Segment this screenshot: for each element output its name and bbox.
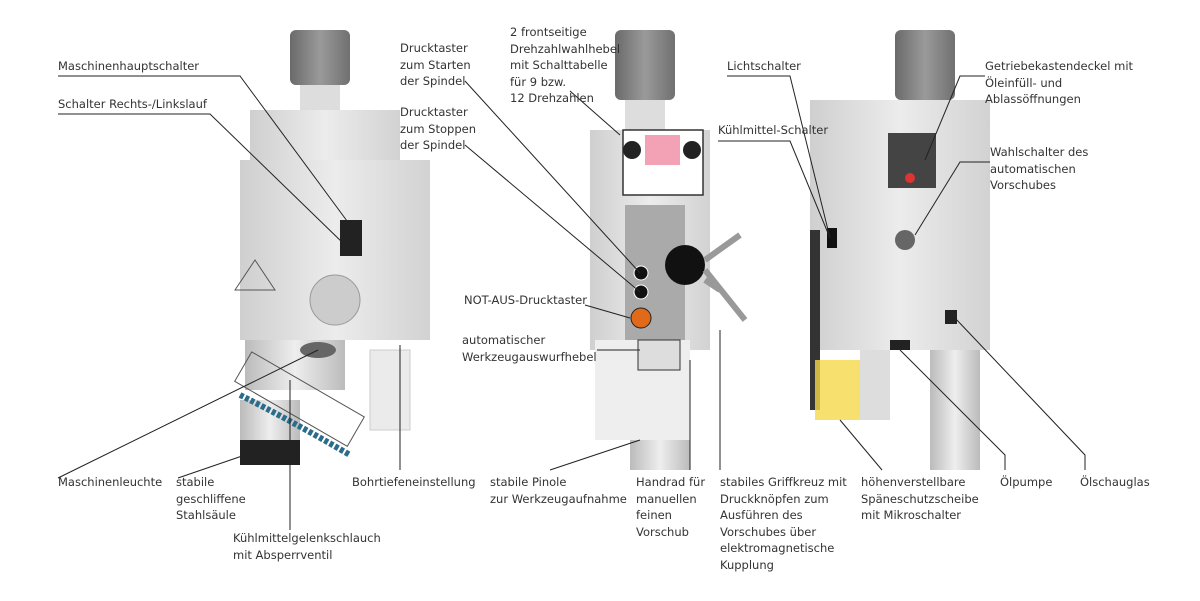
machine-left-view xyxy=(234,30,430,465)
leader-lines xyxy=(57,75,1086,530)
label-oelpumpe: Ölpumpe xyxy=(1000,475,1053,489)
label-schalter-rechts-linkslauf: Schalter Rechts-/Linkslauf xyxy=(58,97,207,111)
label-maschinenleuchte: Maschinenleuchte xyxy=(58,475,163,489)
label-bohrtiefeneinstellung: Bohrtiefeneinstellung xyxy=(352,475,476,489)
label-oelschauglas: Ölschauglas xyxy=(1080,475,1150,489)
label-maschinenhauptschalter: Maschinenhauptschalter xyxy=(58,59,200,73)
label-kuehlmittel-schalter: Kühlmittel-Schalter xyxy=(718,123,829,137)
label-lichtschalter: Lichtschalter xyxy=(727,59,801,73)
machine-side-view xyxy=(810,30,990,470)
label-not-aus: NOT-AUS-Drucktaster xyxy=(464,293,587,307)
machine-front-view xyxy=(590,30,748,470)
